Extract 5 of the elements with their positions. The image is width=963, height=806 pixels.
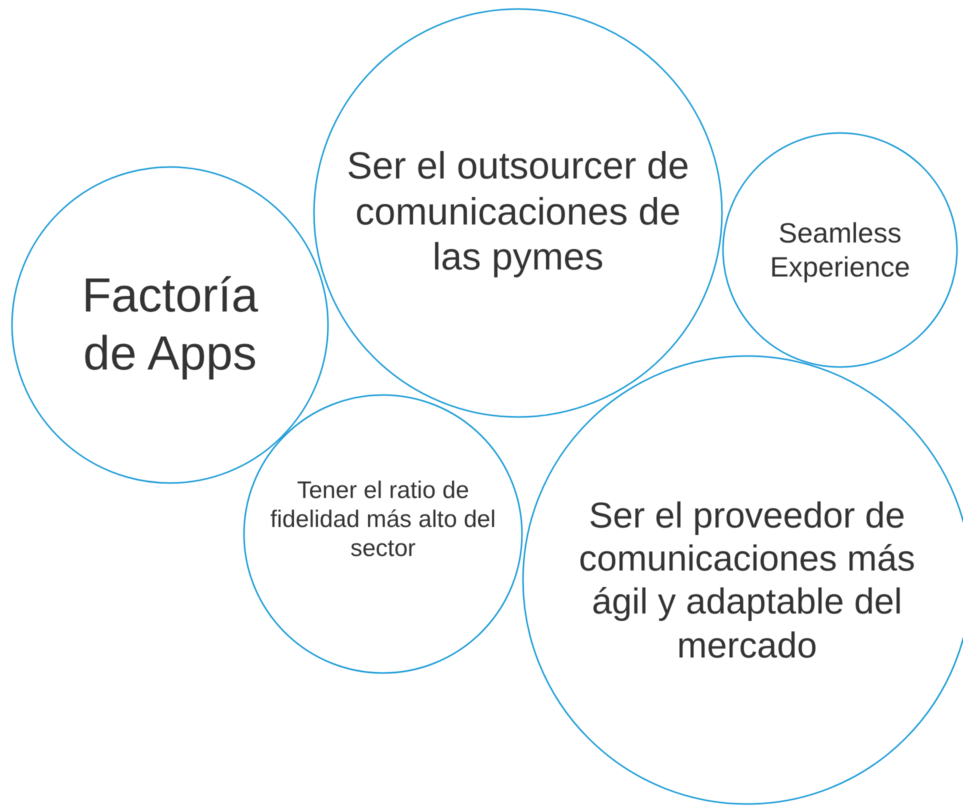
bubble-label: Ser el proveedor de comunicaciones más ágil y adaptable del mercado xyxy=(578,494,916,666)
bubble-label: Factoría de Apps xyxy=(80,268,260,382)
bubble-label: Seamless Experience xyxy=(768,216,912,284)
bubble-label: Tener el ratio de fidelidad más alto del sector xyxy=(269,476,497,564)
bubble-label: Ser el outsourcer de comunicaciones de las pymes xyxy=(346,144,690,281)
